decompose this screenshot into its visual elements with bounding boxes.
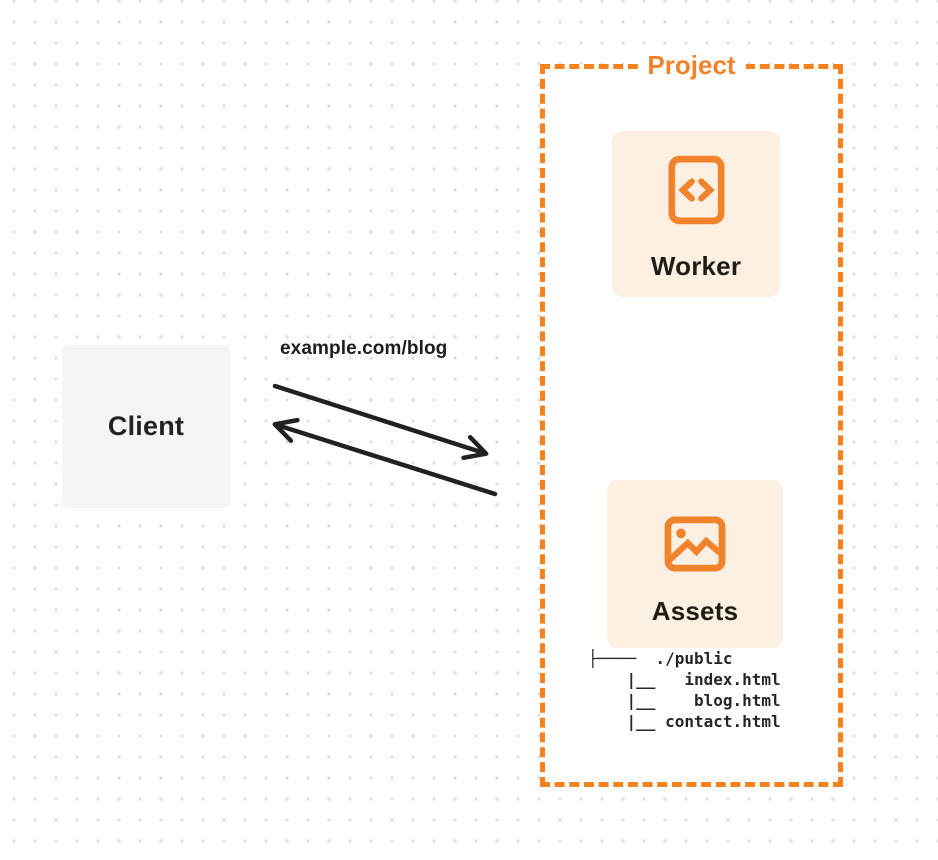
client-label: Client bbox=[107, 411, 185, 441]
response-arrow bbox=[272, 417, 498, 497]
worker-label: Worker bbox=[650, 251, 742, 281]
request-arrow bbox=[272, 383, 489, 461]
assets-label: Assets bbox=[651, 596, 739, 626]
file-tree: ├──── ./public |__ index.html |__ blog.h… bbox=[588, 649, 781, 731]
worker-box: Worker bbox=[612, 131, 780, 297]
request-url-label: example.com/blog bbox=[280, 338, 448, 359]
image-picture-icon bbox=[664, 516, 726, 572]
code-brackets-document-icon bbox=[667, 155, 725, 225]
project-container: Project Worker Assets bbox=[540, 49, 843, 787]
client-box: Client bbox=[62, 345, 230, 508]
project-title: Project bbox=[637, 49, 746, 81]
assets-box: Assets bbox=[607, 480, 783, 648]
